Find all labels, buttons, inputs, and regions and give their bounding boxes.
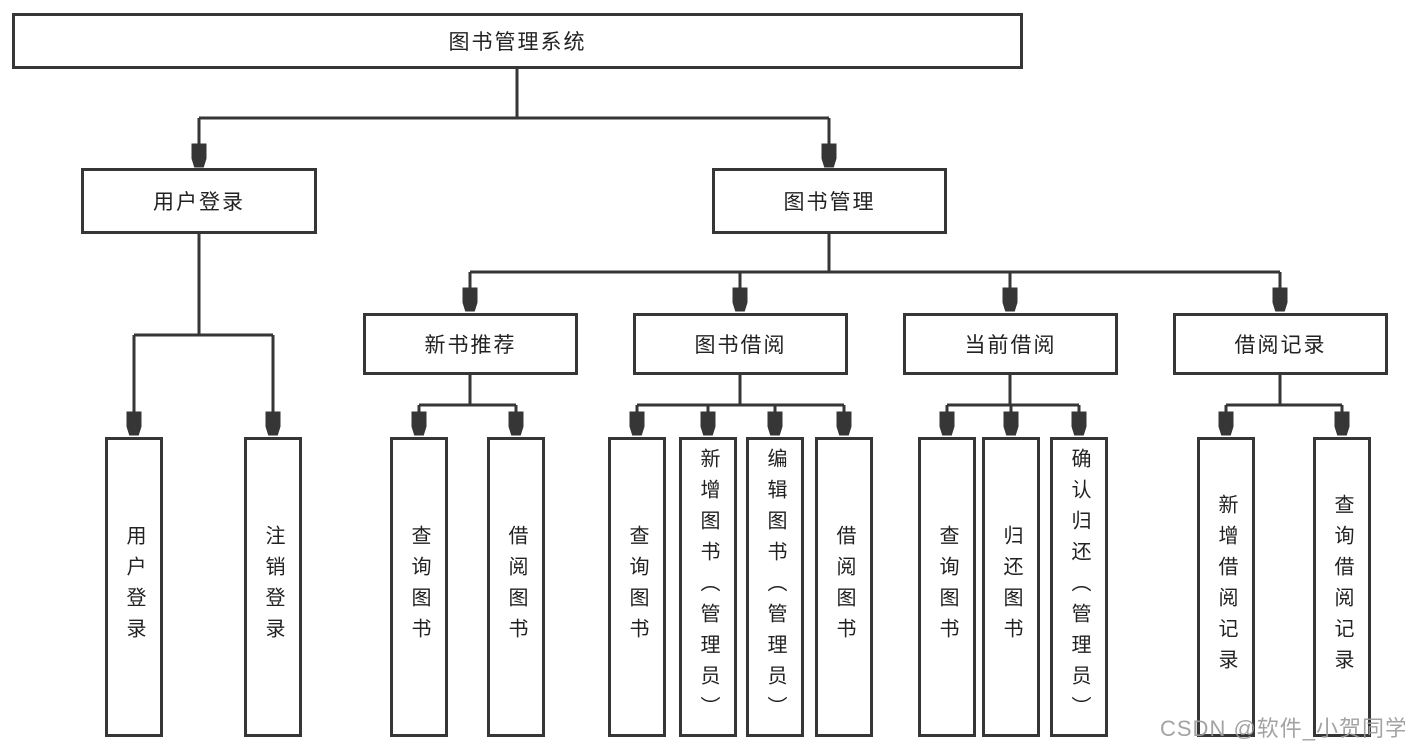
leaf-borrow-books-recommend: 借阅图书 [487,437,545,737]
leaf-logout-login: 注销登录 [244,437,302,737]
node-book-borrowing: 图书借阅 [633,313,848,375]
node-user-login: 用户登录 [81,168,317,234]
leaf-query-books-recommend: 查询图书 [390,437,448,737]
leaf-edit-books-admin: 编辑图书（管理员） [746,437,804,737]
leaf-user-login: 用户登录 [105,437,163,737]
node-borrowing-records: 借阅记录 [1173,313,1388,375]
leaf-query-borrow-record: 查询借阅记录 [1313,437,1371,737]
leaf-borrow-books-borrowing: 借阅图书 [815,437,873,737]
leaf-add-borrow-record: 新增借阅记录 [1197,437,1255,737]
leaf-confirm-return-admin: 确认归还（管理员） [1050,437,1108,737]
node-current-borrowing: 当前借阅 [903,313,1118,375]
leaf-query-books-borrowing: 查询图书 [608,437,666,737]
csdn-watermark: CSDN @软件_小贺同学 [1160,716,1405,741]
leaf-add-books-admin: 新增图书（管理员） [679,437,737,737]
node-new-book-recommendation: 新书推荐 [363,313,578,375]
leaf-return-books: 归还图书 [982,437,1040,737]
node-book-management: 图书管理 [712,168,947,234]
node-library-management-system: 图书管理系统 [12,13,1023,69]
leaf-query-books-current: 查询图书 [918,437,976,737]
